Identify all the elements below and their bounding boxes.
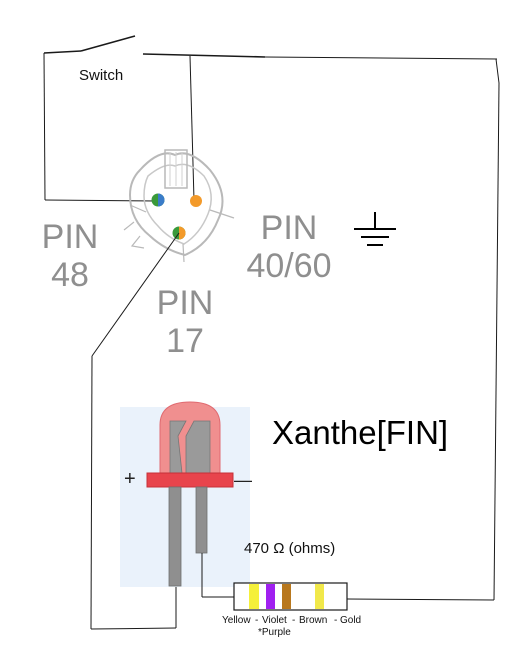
- pin-48-label-line1: PIN: [41, 218, 99, 256]
- wire-top: [264, 56, 498, 60]
- pin-4060-terminal: [190, 195, 202, 207]
- pin-48-terminal: [151, 193, 165, 207]
- band-separator: -: [292, 615, 296, 626]
- three-pin-connector-icon: [123, 149, 235, 263]
- pin-17-label-line2: 17: [166, 322, 204, 360]
- pin-48-label: PIN 48: [30, 218, 110, 294]
- pin-48-label-line2: 48: [51, 256, 89, 294]
- diagram-title: Xanthe[FIN]: [272, 414, 449, 451]
- switch-label: Switch: [79, 67, 124, 84]
- pin-4060-label: PIN 40/60: [234, 209, 344, 285]
- led-plus-sign: +: [124, 468, 136, 490]
- led-minus-sign: —: [234, 470, 252, 490]
- wire-right-return: [346, 58, 500, 601]
- band-note-purple: *Purple: [258, 627, 291, 638]
- resistor-icon: [233, 582, 348, 611]
- pin-4060-label-line1: PIN: [260, 209, 318, 247]
- wire-top-to-pin4060: [189, 55, 195, 201]
- ground-symbol-icon: [354, 212, 396, 246]
- wire-pin17-to-led: [90, 232, 180, 630]
- band-label-brown: Brown: [299, 615, 328, 626]
- pin-17-label: PIN 17: [140, 284, 230, 360]
- switch-icon[interactable]: [43, 35, 266, 58]
- band-separator: -: [334, 615, 338, 626]
- band-label-yellow: Yellow: [222, 615, 251, 626]
- pin-4060-label-line2: 40/60: [246, 247, 332, 285]
- led-icon: [120, 401, 250, 587]
- band-label-violet: Violet: [262, 615, 287, 626]
- wire-led-to-resistor: [201, 553, 234, 598]
- resistor-value-label: 470 Ω (ohms): [244, 540, 336, 557]
- band-separator: -: [255, 615, 259, 626]
- pin-17-label-line1: PIN: [156, 284, 214, 322]
- band-label-gold: Gold: [340, 615, 362, 626]
- wire-left-to-pin48: [43, 52, 158, 202]
